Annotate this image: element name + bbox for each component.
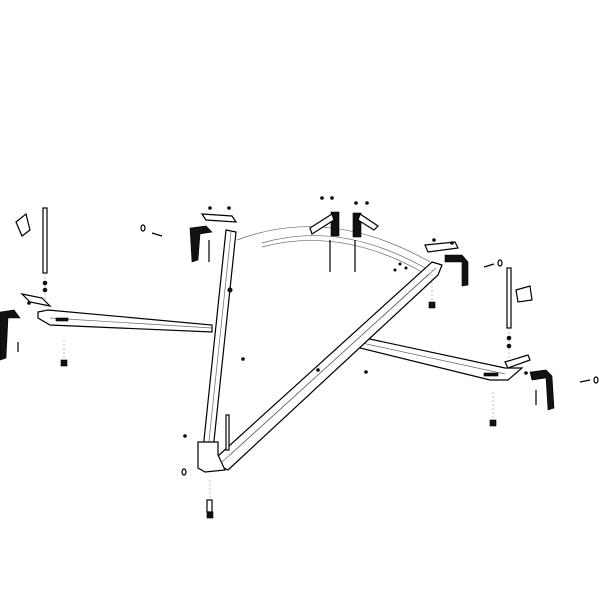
corner-plate	[197, 441, 226, 473]
right-horizontal-beam	[359, 337, 524, 381]
clip-plate	[515, 285, 533, 303]
threaded-rod-center	[225, 414, 230, 451]
bracket	[352, 212, 379, 238]
threaded-rod-right	[506, 267, 512, 366]
threaded-rod-left	[42, 207, 48, 312]
bracket	[424, 241, 469, 287]
fasteners	[17, 196, 599, 519]
bracket	[309, 211, 340, 237]
bracket	[504, 354, 555, 411]
clip-plate	[15, 212, 31, 237]
brackets	[0, 211, 555, 411]
left-horizontal-beam	[37, 309, 213, 333]
bracket	[189, 213, 238, 263]
vertical-beam	[201, 229, 237, 461]
diagonal-beam	[215, 261, 443, 471]
bracket	[0, 293, 52, 361]
